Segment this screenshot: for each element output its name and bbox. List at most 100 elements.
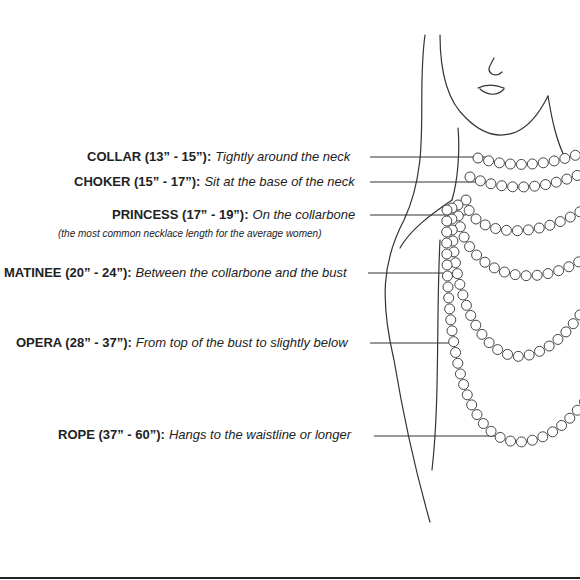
length-description: Sit at the base of the neck bbox=[204, 174, 354, 189]
length-name: ROPE (37” - 60”): bbox=[58, 427, 165, 442]
hair-outline bbox=[385, 35, 430, 522]
pearl bbox=[521, 271, 531, 281]
pearl bbox=[510, 270, 520, 280]
pearl bbox=[453, 358, 463, 368]
length-description: Tightly around the neck bbox=[215, 149, 350, 164]
pearl bbox=[442, 216, 452, 226]
pearl bbox=[493, 345, 503, 355]
pearl bbox=[459, 379, 469, 389]
length-name: MATINEE (20” - 24”): bbox=[4, 265, 132, 280]
face-outline bbox=[440, 35, 548, 135]
pearl bbox=[472, 250, 482, 260]
length-description: Between the collarbone and the bust bbox=[136, 265, 347, 280]
pearl bbox=[579, 397, 580, 407]
pearl bbox=[446, 315, 456, 325]
pearl bbox=[535, 346, 545, 356]
pearl bbox=[494, 158, 504, 168]
pearl bbox=[512, 226, 522, 236]
shoulder-left bbox=[400, 200, 452, 248]
pearl bbox=[565, 413, 575, 423]
pearl bbox=[491, 224, 501, 234]
pearl bbox=[570, 150, 580, 160]
pearl bbox=[541, 180, 551, 190]
pearl bbox=[524, 350, 534, 360]
pearl bbox=[565, 212, 575, 222]
pearl bbox=[444, 293, 454, 303]
pearl bbox=[477, 329, 487, 339]
strand-path bbox=[458, 205, 580, 276]
pearl bbox=[555, 217, 565, 227]
length-name: OPERA (28” - 37”): bbox=[16, 335, 132, 350]
label-row: CHOKER (15” - 17”): Sit at the base of th… bbox=[74, 174, 355, 190]
pearl bbox=[442, 238, 452, 248]
pearl bbox=[475, 176, 485, 186]
pearl bbox=[538, 158, 548, 168]
pearl bbox=[472, 410, 482, 420]
neck-left bbox=[452, 128, 459, 200]
label-row: COLLAR (13” - 15”): Tightly around the ne… bbox=[87, 149, 350, 165]
pearl bbox=[557, 420, 567, 430]
pearl bbox=[562, 174, 572, 184]
pearl bbox=[534, 223, 544, 233]
pearl bbox=[543, 269, 553, 279]
pearl bbox=[551, 177, 561, 187]
leader-line bbox=[370, 343, 456, 344]
pearl bbox=[530, 181, 540, 191]
neck-right bbox=[548, 96, 566, 160]
pearl bbox=[574, 257, 580, 267]
pearl bbox=[508, 182, 518, 192]
pearl bbox=[575, 310, 580, 320]
pearl bbox=[471, 320, 481, 330]
pearl bbox=[467, 400, 477, 410]
pearl bbox=[452, 269, 462, 279]
strand-path bbox=[447, 210, 580, 442]
pearl bbox=[443, 282, 453, 292]
pearl bbox=[527, 435, 537, 445]
pearl bbox=[572, 170, 580, 180]
pearl bbox=[442, 260, 452, 270]
pearl bbox=[480, 220, 490, 230]
pearl bbox=[560, 153, 570, 163]
strand-path bbox=[466, 200, 580, 231]
pearl bbox=[549, 156, 559, 166]
pearl bbox=[553, 334, 563, 344]
pearl bbox=[458, 290, 468, 300]
label-row: MATINEE (20” - 24”): Between the collarbo… bbox=[4, 265, 347, 281]
pearl bbox=[451, 347, 461, 357]
leader-line bbox=[374, 436, 495, 437]
pearl bbox=[486, 179, 496, 189]
pearl bbox=[449, 337, 459, 347]
pearl bbox=[480, 257, 490, 267]
pearl bbox=[442, 249, 452, 259]
pearl bbox=[455, 279, 465, 289]
pearl bbox=[465, 242, 475, 252]
pearl bbox=[461, 300, 471, 310]
pearl bbox=[465, 172, 475, 182]
pearl bbox=[538, 432, 548, 442]
length-name: COLLAR (13” - 15”): bbox=[87, 149, 211, 164]
pearl bbox=[489, 263, 499, 273]
pearl bbox=[473, 153, 483, 163]
pearl bbox=[442, 205, 452, 215]
length-name: PRINCESS (17” - 19”): bbox=[112, 207, 249, 222]
pearl bbox=[478, 419, 488, 429]
pearl bbox=[459, 232, 469, 242]
label-row: ROPE (37” - 60”):Hangs to the waistline … bbox=[58, 427, 351, 443]
pearl bbox=[568, 319, 578, 329]
pearl bbox=[455, 369, 465, 379]
pearl bbox=[486, 426, 496, 436]
pearl bbox=[447, 326, 457, 336]
pearl bbox=[561, 327, 571, 337]
pearl bbox=[575, 207, 580, 217]
pearl bbox=[501, 225, 511, 235]
length-description: On the collarbone bbox=[253, 207, 356, 222]
pearl bbox=[442, 227, 452, 237]
label-row: OPERA (28” - 37”):From top of the bust t… bbox=[16, 335, 348, 351]
leader-line bbox=[370, 157, 488, 158]
pearl bbox=[544, 341, 554, 351]
pearl bbox=[495, 432, 505, 442]
pearl bbox=[548, 427, 558, 437]
pearl bbox=[503, 349, 513, 359]
length-name: CHOKER (15” - 17”): bbox=[74, 174, 200, 189]
